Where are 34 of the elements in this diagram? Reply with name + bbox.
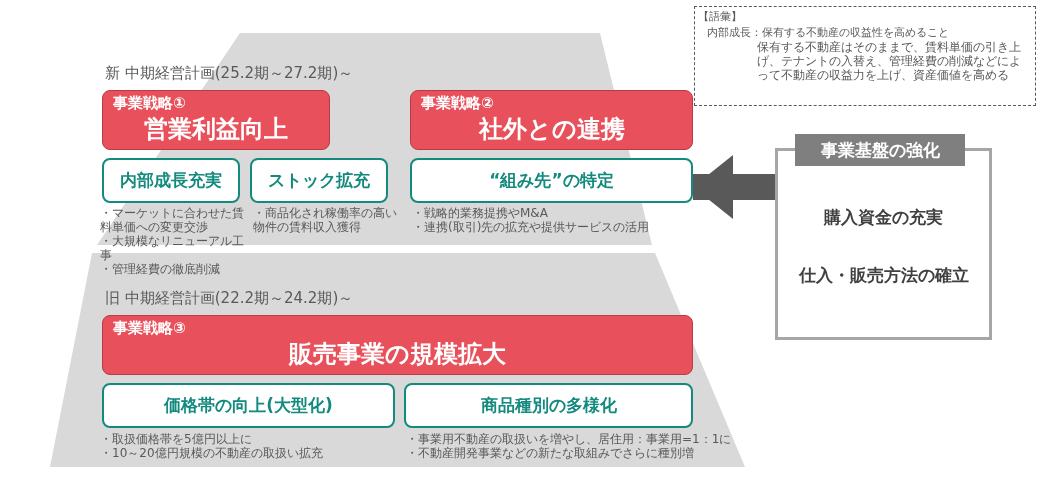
heading-tab: 事業基盤の強化 [795,134,965,166]
measure-box: ストック拡充 [250,158,388,203]
strategy-box [410,90,693,150]
bullet-item: ・事業用不動産の取扱いを増やし、居住用：事業用=1：1に [406,432,733,446]
bullet-item: ・大規模なリニューアル工事 [100,234,245,262]
strategy-title: 営業利益向上 [143,114,289,145]
foundation-item: 購入資金の充実 [823,206,944,229]
bullet-item: ・管理経費の徹底削減 [100,262,221,276]
strategy-title: 社外との連携 [477,114,626,145]
bullet-item: ・マーケットに合わせた賃料単価への変更交渉 [100,206,245,234]
bullet-item: ・不動産開発事業などの新たな取組みでさらに種別増 [406,446,695,460]
foundation-item: 仕入・販売方法の確立 [797,264,970,287]
bullet-item: ・戦略的業務提携やM&A [412,206,549,220]
section-heading: 旧 中期経営計画(22.2期～24.2期)～ [105,289,354,308]
block-arrow [693,155,775,219]
strategy-number: 事業戦略③ [113,319,186,338]
bullet-item: ・連携(取引)先の拡充や提供サービスの活用 [412,220,651,234]
glossary-heading: 【語彙】 [698,9,742,24]
bullet-item: ・取扱価格帯を5億円以上に [100,432,253,446]
glossary-term: 内部成長：保有する不動産の収益性を高めること [707,25,949,40]
glossary-definition: 保有する不動産はそのままで、賃料単価の引き上げ、テナントの入替え、管理経費の削減などによって不動産の収益力を上げ、資産価値を高める [757,40,1022,82]
strategy-number: 事業戦略① [113,94,186,113]
strategy-number: 事業戦略② [421,94,494,113]
bullet-item: ・商品化され稼働率の高い物件の賃料収入獲得 [253,206,398,234]
measure-box: 内部成長充実 [102,158,240,203]
strategy-box [102,90,330,150]
measure-box: 商品種別の多様化 [404,383,693,428]
glossary-box [694,6,1036,106]
strategy-title: 販売事業の規模拡大 [287,339,507,370]
strategy-box [102,315,693,375]
measure-box: 価格帯の向上(大型化) [102,383,395,428]
section-heading: 新 中期経営計画(25.2期～27.2期)～ [105,64,354,83]
bullet-item: ・10～20億円規模の不動産の取扱い拡充 [100,446,324,460]
measure-box: “組み先”の特定 [410,158,693,203]
